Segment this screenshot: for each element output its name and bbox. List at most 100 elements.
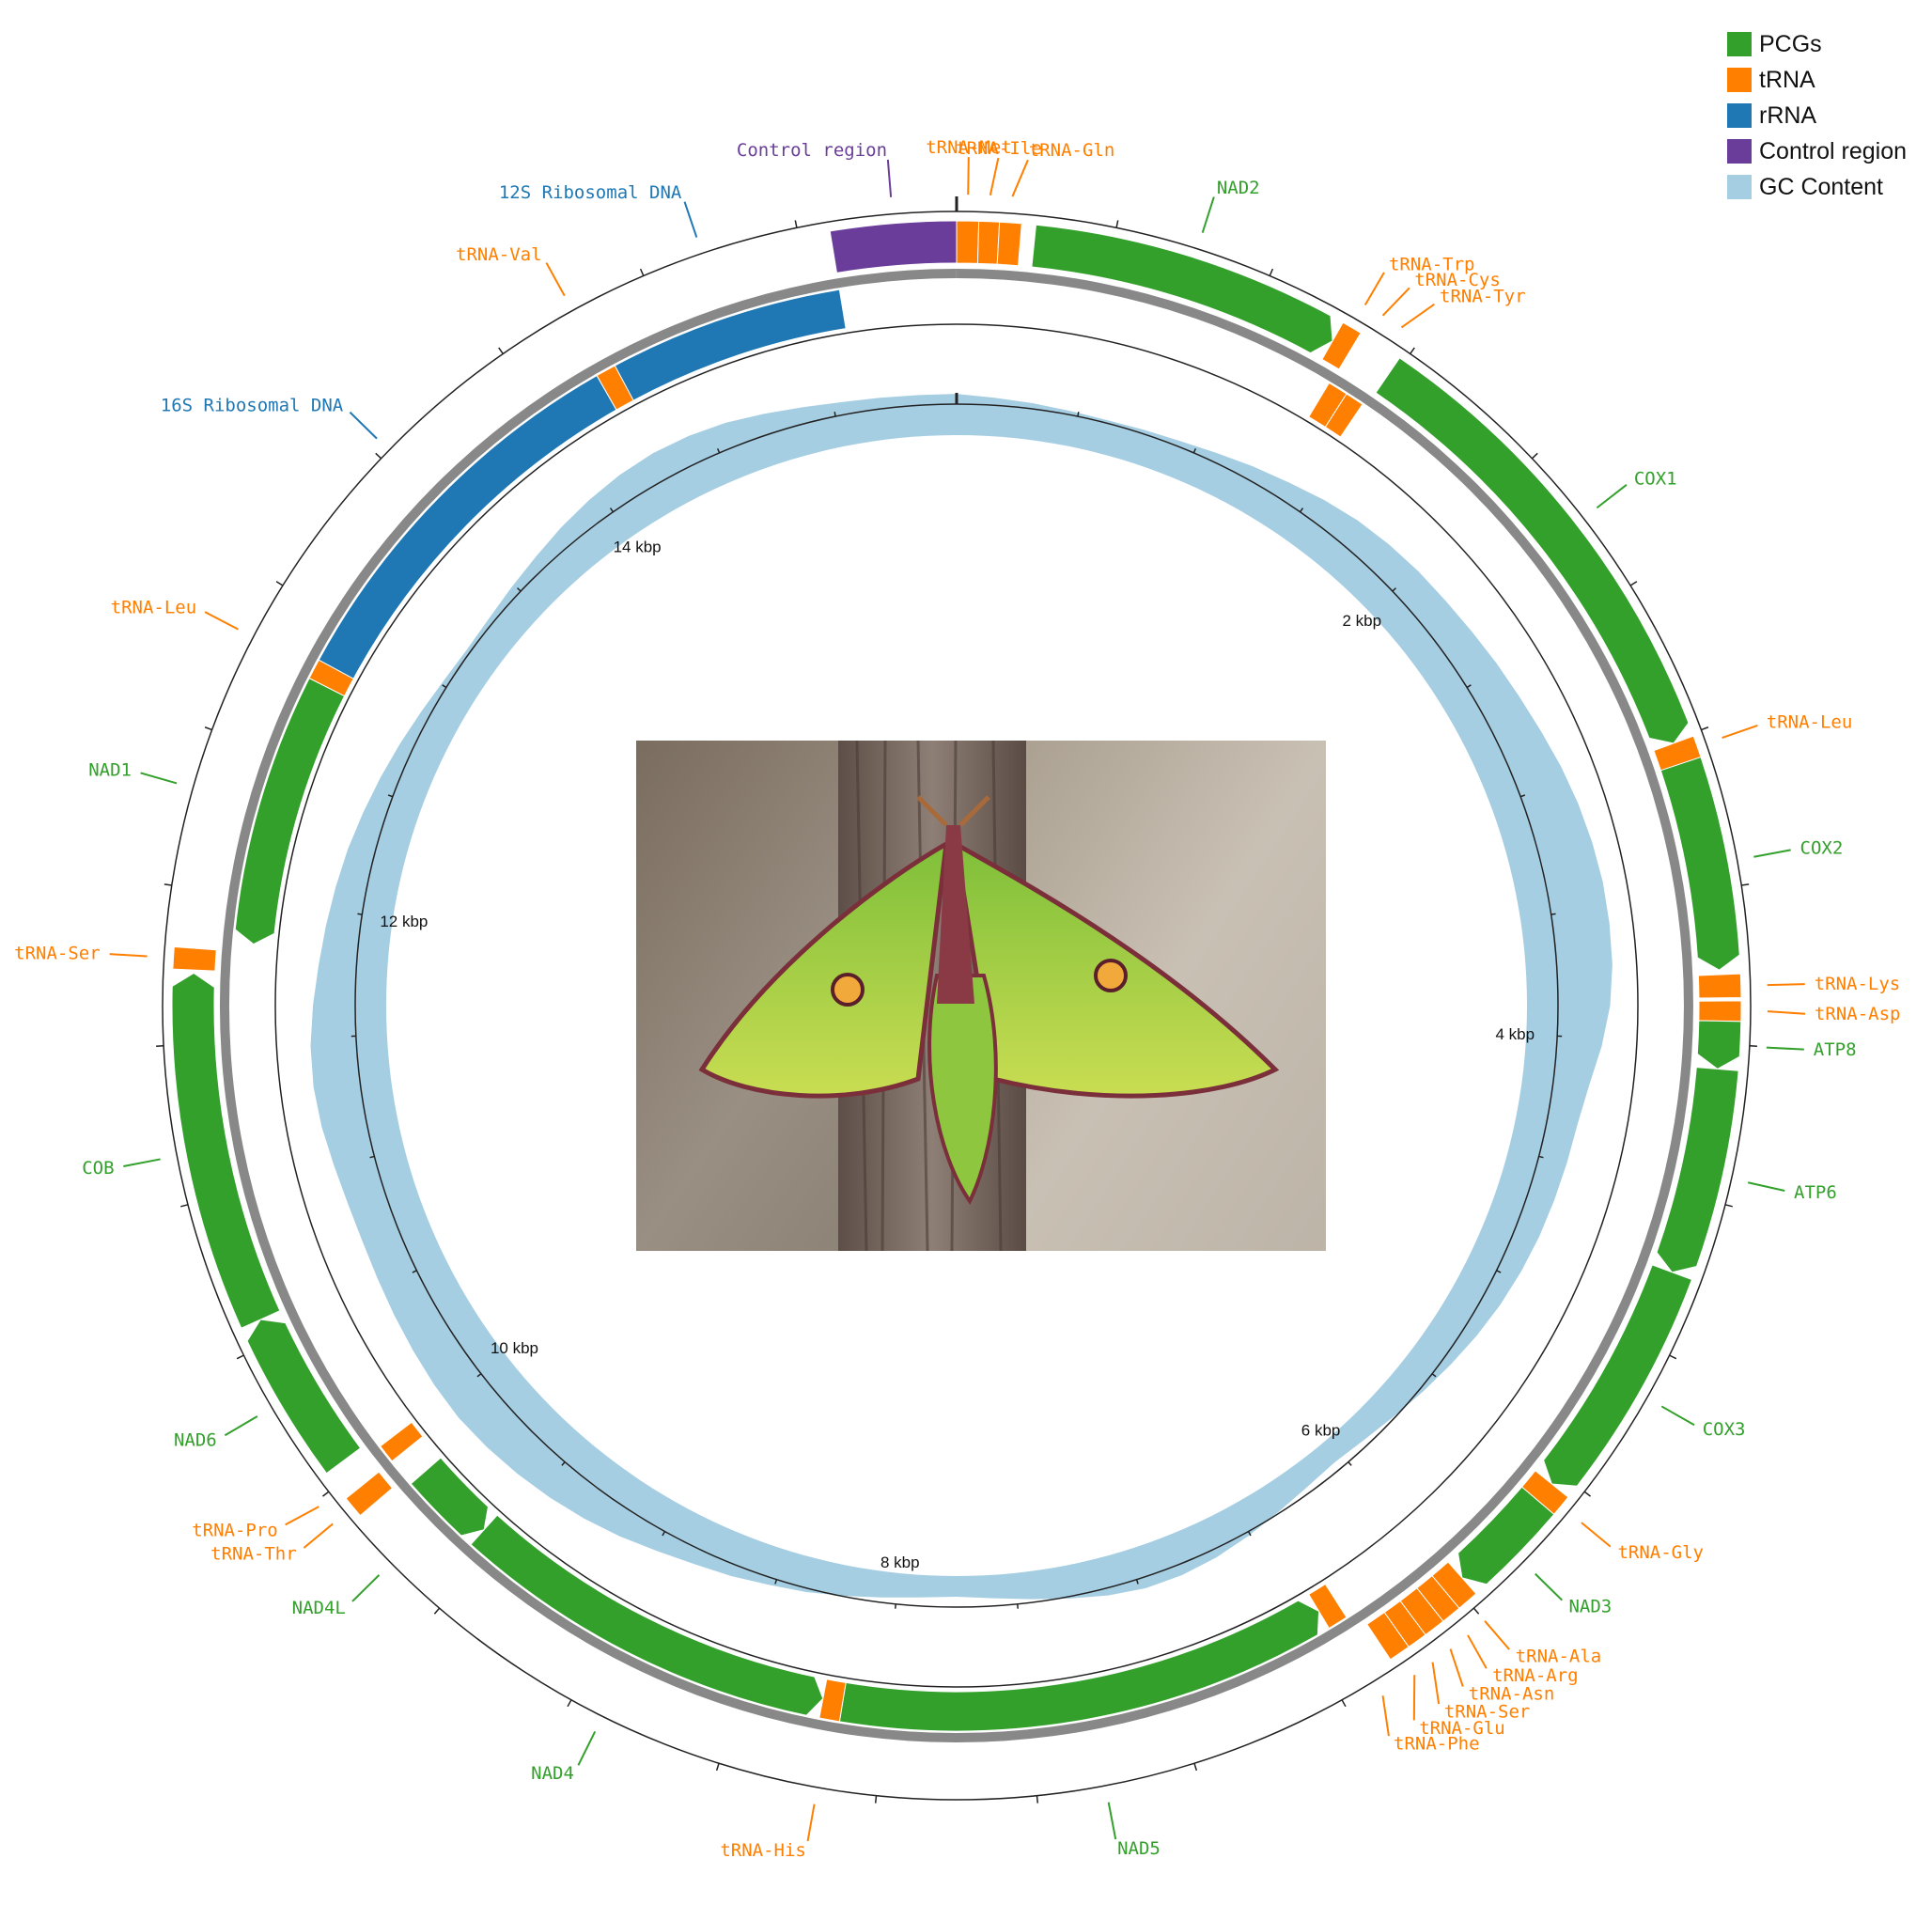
feature-trna-thr — [345, 1471, 394, 1517]
label-trna-gly: tRNA-Gly — [1617, 1542, 1704, 1563]
label-nad3: NAD3 — [1568, 1597, 1612, 1617]
inner-tick — [1519, 794, 1526, 798]
feature-12s-ribosomal-dna — [614, 289, 847, 401]
label-leader-line — [545, 262, 566, 297]
label-leader-line — [1107, 1802, 1117, 1840]
legend-item-rrna: rRNA — [1727, 98, 1926, 133]
inner-tick — [1017, 1603, 1019, 1609]
feature-nad4l — [410, 1457, 490, 1537]
label-cox3: COX3 — [1703, 1419, 1746, 1440]
label-leader-line — [967, 157, 970, 195]
label-nad2: NAD2 — [1217, 178, 1260, 198]
legend-label: tRNA — [1759, 66, 1815, 93]
label-trna-ile: tRNA-Ile — [956, 138, 1042, 159]
kbp-label: 14 kbp — [614, 539, 662, 556]
label-trna-glu: tRNA-Glu — [1419, 1718, 1505, 1739]
label-trna-ala: tRNA-Ala — [1516, 1647, 1602, 1667]
feature-trna-met — [956, 220, 980, 264]
inner-tick — [1496, 1270, 1502, 1273]
label-trna-gln: tRNA-Gln — [1029, 140, 1115, 161]
feature-trna-gln — [996, 221, 1022, 267]
outer-tick — [1036, 1795, 1039, 1804]
label-leader-line — [1722, 724, 1758, 740]
inner-tick — [774, 1579, 778, 1585]
outer-tick — [1193, 1763, 1198, 1772]
feature-labels: tRNA-MettRNA-IletRNA-GlnNAD2tRNA-TrptRNA… — [14, 137, 1900, 1861]
label-leader-line — [1484, 1620, 1510, 1650]
feature-nad5 — [838, 1600, 1320, 1732]
label-leader-line — [109, 953, 148, 958]
inner-tick — [476, 1373, 482, 1378]
label-leader-line — [1381, 287, 1410, 317]
label-nad1: NAD1 — [88, 760, 132, 781]
legend-item-gc-content: GC Content — [1727, 169, 1926, 205]
label-cox1: COX1 — [1634, 469, 1677, 490]
legend-label: rRNA — [1759, 101, 1817, 129]
feature-trna-phe — [1308, 1583, 1348, 1630]
label-leader-line — [1363, 272, 1385, 306]
outer-tick — [1410, 347, 1415, 354]
label-leader-line — [349, 411, 378, 440]
inner-tick — [716, 447, 721, 454]
kbp-label: 2 kbp — [1342, 612, 1381, 630]
label-trna-tyr: tRNA-Tyr — [1440, 286, 1526, 306]
label-atp6: ATP6 — [1794, 1182, 1837, 1203]
label-trna-cys: tRNA-Cys — [1414, 270, 1501, 290]
kbp-label: 6 kbp — [1301, 1421, 1341, 1439]
legend-item-pcgs: PCGs — [1727, 26, 1926, 62]
label-trna-lys: tRNA-Lys — [1815, 974, 1901, 994]
feature-trna-ser — [172, 945, 217, 972]
label-control-region: Control region — [737, 140, 887, 161]
label-trna-ser: tRNA-Ser — [1444, 1701, 1531, 1722]
feature-cox1 — [1375, 357, 1690, 744]
feature-trna-pro — [379, 1421, 424, 1462]
label-leader-line — [1753, 849, 1791, 858]
feature-trna-lys — [1697, 973, 1742, 999]
label-leader-line — [285, 1506, 319, 1526]
outer-tick — [498, 347, 504, 354]
label-trna-arg: tRNA-Arg — [1492, 1665, 1579, 1686]
legend-swatch — [1727, 175, 1752, 199]
inner-tick — [1247, 1531, 1252, 1537]
outer-tick — [1341, 1699, 1347, 1708]
label-nad4l: NAD4L — [292, 1598, 346, 1618]
feature-nad3 — [1457, 1486, 1555, 1585]
label-leader-line — [1449, 1648, 1464, 1687]
label-leader-line — [224, 1415, 258, 1437]
inner-tick — [1431, 1373, 1437, 1378]
feature-trna-tyr — [1324, 393, 1363, 438]
outer-tick — [567, 1699, 572, 1708]
kbp-label: 10 kbp — [491, 1339, 538, 1357]
outer-tick — [236, 1354, 244, 1360]
outer-tick — [433, 1607, 441, 1615]
label-trna-pro: tRNA-Pro — [192, 1520, 278, 1540]
inner-tick — [609, 507, 615, 513]
outer-tick — [1115, 220, 1119, 228]
label-16s-ribosomal-dna: 16S Ribosomal DNA — [161, 396, 344, 416]
outer-tick — [1531, 452, 1538, 460]
moth-photo — [636, 741, 1326, 1251]
middle-ring — [274, 323, 1639, 1688]
feature-cob — [171, 972, 281, 1329]
inner-tick — [1392, 587, 1397, 592]
label-leader-line — [1767, 983, 1805, 987]
kbp-label: 12 kbp — [380, 913, 428, 930]
feature-trna-trp — [1321, 321, 1362, 370]
feature-trna-glu — [1366, 1611, 1410, 1661]
label-leader-line — [1467, 1634, 1488, 1669]
outer-tick — [715, 1763, 720, 1772]
legend-swatch — [1727, 32, 1752, 56]
feature-atp6 — [1656, 1067, 1739, 1273]
inner-tick — [412, 1270, 417, 1273]
label-leader-line — [806, 1804, 816, 1842]
outer-tick — [1669, 1354, 1677, 1360]
label-12s-ribosomal-dna: 12S Ribosomal DNA — [499, 182, 682, 203]
outer-tick — [204, 726, 212, 731]
label-leader-line — [1431, 1662, 1441, 1705]
outer-tick — [1724, 1204, 1733, 1208]
label-trna-his: tRNA-His — [720, 1840, 806, 1861]
label-leader-line — [989, 157, 1000, 195]
label-trna-asn: tRNA-Asn — [1469, 1684, 1555, 1705]
